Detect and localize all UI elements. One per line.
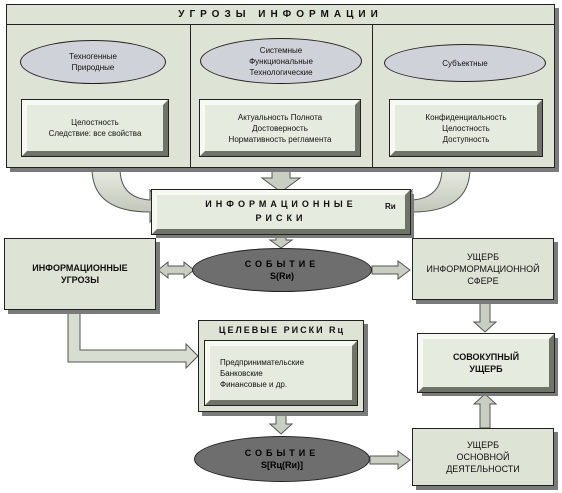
- box-confidentiality: Конфиденциальность Целостность Доступнос…: [389, 99, 543, 157]
- threats-divider-1: [190, 24, 191, 168]
- event-ellipse-1: СОБЫТИЕ S(Rи): [192, 248, 372, 292]
- target-risk-item: Банковские: [220, 368, 263, 378]
- box-relevance: Актуальность Полнота Достоверность Норма…: [199, 99, 361, 157]
- arrow-event-damage: [371, 260, 411, 280]
- target-risks-panel: ЦЕЛЕВЫЕ РИСКИ Rц Предпринимательские Бан…: [198, 320, 364, 412]
- event-ellipse-2: СОБЫТИЕ S[Rц(Rи)]: [194, 436, 370, 482]
- box-line: Доступность: [442, 134, 490, 144]
- ellipse-technogenic: Техногенные Природные: [20, 40, 166, 84]
- damage-main-line1: УЩЕРБ: [466, 440, 500, 450]
- damage-main-line2: ОСНОВНОЙ: [456, 452, 510, 462]
- ellipse-line: Системные: [259, 45, 303, 55]
- box-line: Актуальность Полнота: [237, 112, 323, 122]
- target-risk-item: Финансовые и др.: [220, 379, 288, 389]
- damage-info-line2: ИНФОРМОРМАЦИОННОЙ: [426, 264, 540, 274]
- damage-info-line3: СФЕРЕ: [467, 276, 499, 286]
- down-arrow-damage-total: [472, 299, 498, 333]
- box-line: Следствие: все свойства: [48, 129, 142, 138]
- arrow-event2-damage: [369, 450, 411, 470]
- bent-arrow-threats-target: [67, 309, 199, 370]
- box-line: Нормативность регламента: [228, 134, 332, 144]
- event1-line2: S(Rи): [269, 271, 295, 281]
- event2-line2: S[Rц(Rи)]: [260, 460, 304, 470]
- event2-line1: СОБЫТИЕ: [244, 448, 320, 458]
- ellipse-line: Техногенные: [69, 52, 117, 61]
- info-risks-line2: РИСКИ: [255, 213, 307, 223]
- threats-title: УГРОЗЫ ИНФОРМАЦИИ: [178, 9, 383, 20]
- ellipse-line: Технологические: [249, 67, 313, 77]
- total-damage-line1: СОВОКУПНЫЙ: [452, 352, 520, 362]
- damage-main-line3: ДЕЯТЕЛЬНОСТИ: [446, 464, 520, 474]
- damage-main-box: УЩЕРБ ОСНОВНОЙ ДЕЯТЕЛЬНОСТИ: [412, 428, 554, 486]
- threats-hline: [6, 24, 555, 25]
- box-integrity: Целостность Следствие: все свойства: [21, 99, 169, 157]
- info-risks-line1: ИНФОРМАЦИОННЫЕ: [205, 199, 357, 209]
- target-risks-list: Предпринимательские Банковские Финансовы…: [204, 340, 358, 406]
- ellipse-line: Природные: [71, 63, 115, 72]
- box-line: Достоверность: [252, 123, 308, 133]
- target-risks-title: ЦЕЛЕВЫЕ РИСКИ Rц: [218, 325, 346, 335]
- ellipse-line: Субъектные: [442, 58, 488, 68]
- info-threats-line2: УГРОЗЫ: [60, 275, 100, 285]
- damage-info-box: УЩЕРБ ИНФОРМОРМАЦИОННОЙ СФЕРЕ: [412, 238, 554, 300]
- total-damage-line2: УЩЕРБ: [469, 364, 503, 374]
- ellipse-systemic: Системные Функциональные Технологические: [200, 38, 362, 84]
- down-arrow-risks-event: [268, 231, 294, 249]
- box-line: Конфиденциальность: [425, 112, 507, 122]
- down-arrow-center: [260, 167, 302, 193]
- info-risks-symbol: Rи: [385, 202, 396, 211]
- double-arrow-threats-event: [157, 260, 195, 280]
- box-line: Целостность: [442, 123, 490, 133]
- threats-divider-2: [372, 24, 373, 168]
- total-damage-box: СОВОКУПНЫЙ УЩЕРБ: [417, 333, 555, 393]
- box-line: Целостность: [71, 118, 119, 127]
- info-threats-box: ИНФОРМАЦИОННЫЕ УГРОЗЫ: [4, 238, 156, 310]
- ellipse-subjective: Субъектные: [384, 44, 546, 82]
- down-arrow-target-event2: [268, 411, 294, 435]
- info-risks-box: ИНФОРМАЦИОННЫЕ РИСКИ Rи: [151, 189, 411, 235]
- ellipse-line: Функциональные: [249, 56, 313, 66]
- damage-info-line1: УЩЕРБ: [466, 252, 500, 262]
- target-risk-item: Предпринимательские: [220, 357, 305, 367]
- up-arrow-damage-total: [472, 393, 498, 429]
- info-threats-line1: ИНФОРМАЦИОННЫЕ: [32, 263, 128, 273]
- event1-line1: СОБЫТИЕ: [244, 259, 320, 269]
